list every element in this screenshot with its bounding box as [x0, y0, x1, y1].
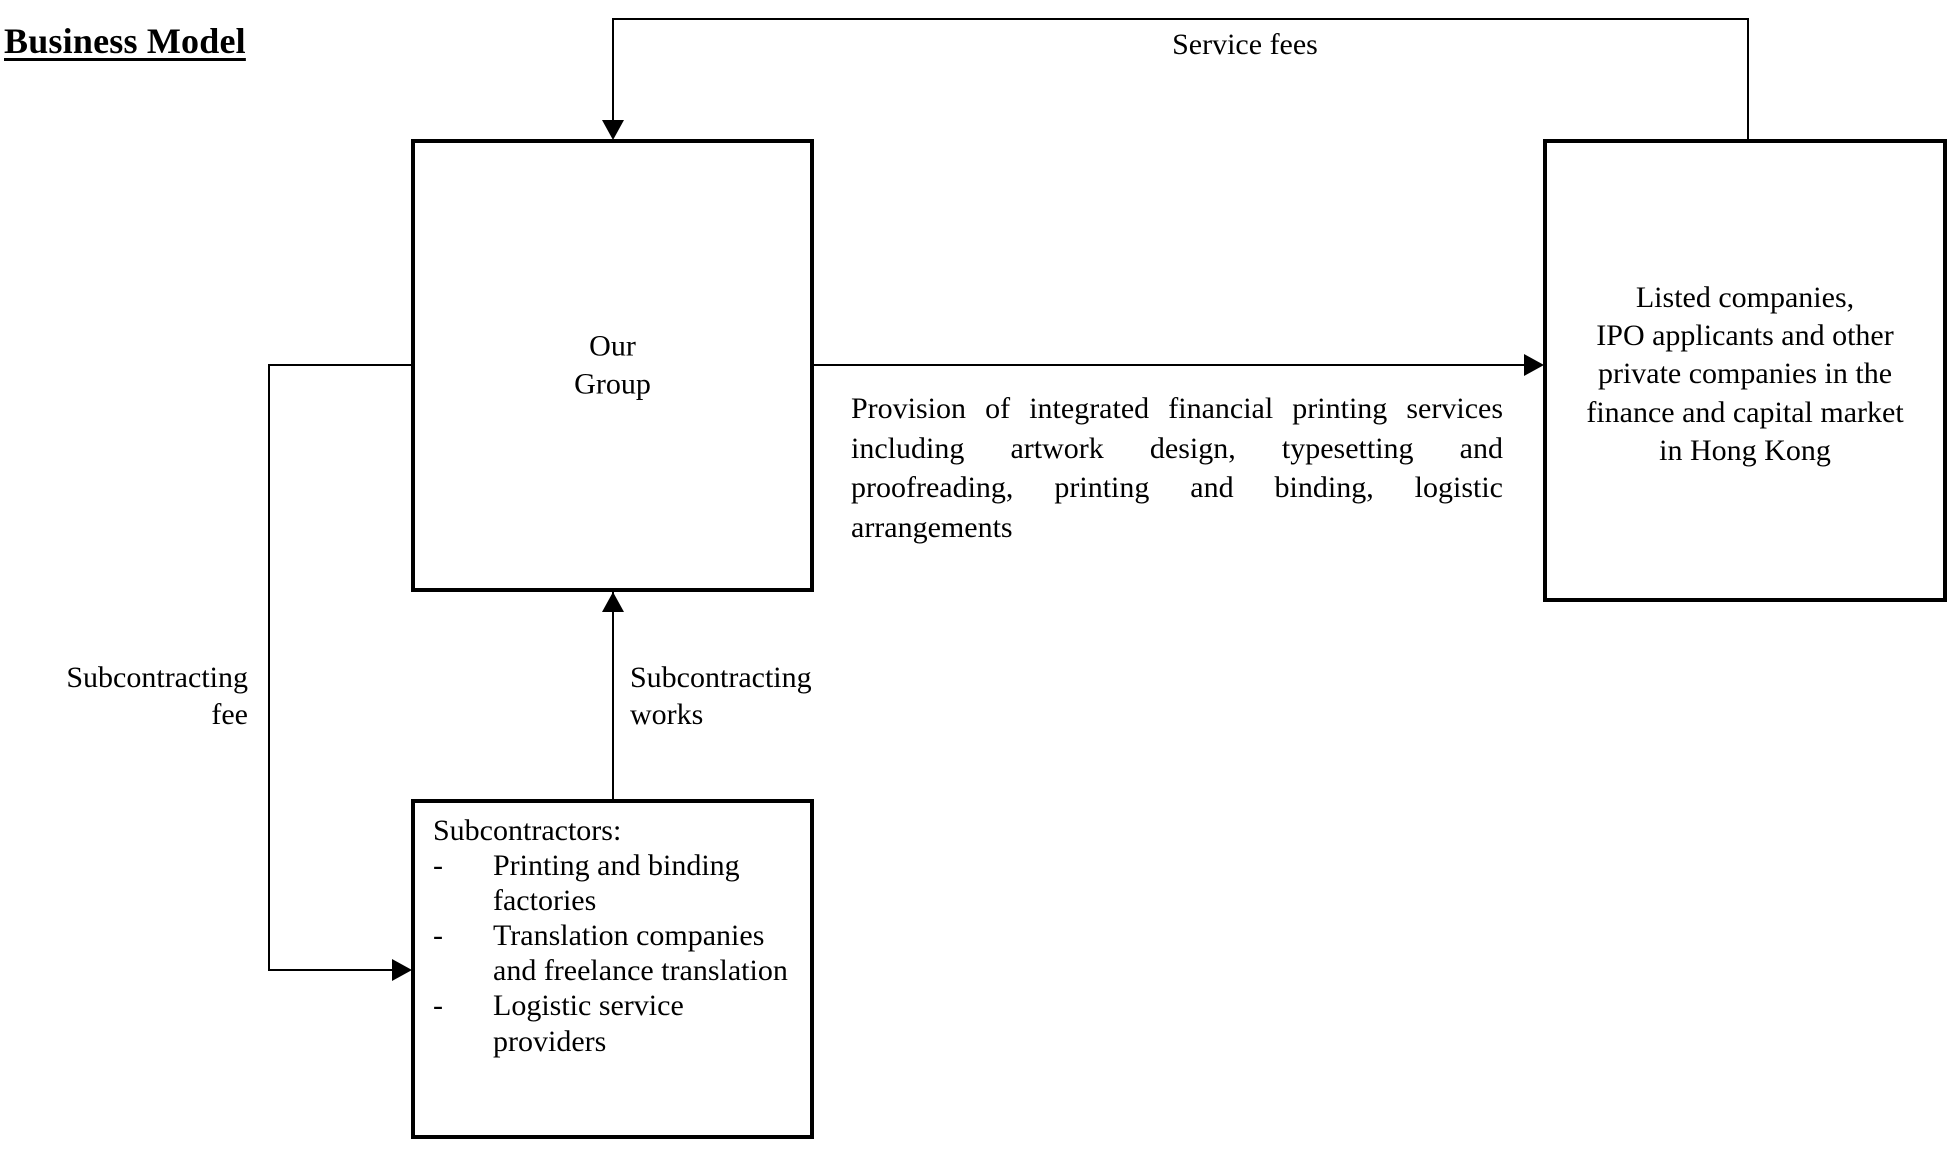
edge-label-subcontracting-works: Subcontracting works: [630, 661, 812, 731]
subcontractors-heading: Subcontractors:: [433, 814, 622, 847]
edge-label-services-description: Provision of integrated financial printi…: [851, 392, 1503, 544]
list-item-label: Printing and binding factories: [493, 849, 740, 918]
subcontracting-fee-bottom-segment: [268, 969, 393, 971]
node-clients: Listed companies, IPO applicants and oth…: [1543, 139, 1947, 602]
subcontracting-works-arrowhead-icon: [602, 592, 624, 612]
list-item: - Logistic service providers: [433, 988, 804, 1058]
service-provision-arrowhead-icon: [1524, 354, 1544, 376]
subcontracting-works-vertical: [612, 592, 614, 800]
list-item-label: Translation companies and freelance tran…: [493, 919, 788, 988]
list-item: - Printing and binding factories: [433, 848, 804, 918]
service-fees-left-drop: [612, 18, 614, 122]
service-fees-top-segment: [612, 18, 1749, 20]
edge-label-subcontracting-fee: Subcontracting fee: [66, 661, 248, 731]
subcontracting-fee-top-segment: [268, 364, 413, 366]
list-item: - Translation companies and freelance tr…: [433, 918, 804, 988]
node-clients-label: Listed companies, IPO applicants and oth…: [1586, 280, 1904, 467]
node-our-group-label: Our Group: [574, 329, 651, 401]
node-subcontractors: Subcontractors: - Printing and binding f…: [411, 799, 814, 1139]
service-fees-arrowhead-icon: [602, 120, 624, 140]
page-title: Business Model: [4, 21, 246, 61]
bullet-dash-icon: -: [433, 849, 443, 883]
service-fees-right-drop: [1747, 18, 1749, 142]
subcontracting-fee-vertical: [268, 364, 270, 970]
subcontracting-fee-arrowhead-icon: [392, 959, 412, 981]
bullet-dash-icon: -: [433, 919, 443, 953]
bullet-dash-icon: -: [433, 989, 443, 1023]
edge-label-service-fees: Service fees: [1172, 28, 1318, 61]
node-our-group: Our Group: [411, 139, 814, 592]
list-item-label: Logistic service providers: [493, 989, 684, 1058]
service-provision-line: [814, 364, 1525, 366]
